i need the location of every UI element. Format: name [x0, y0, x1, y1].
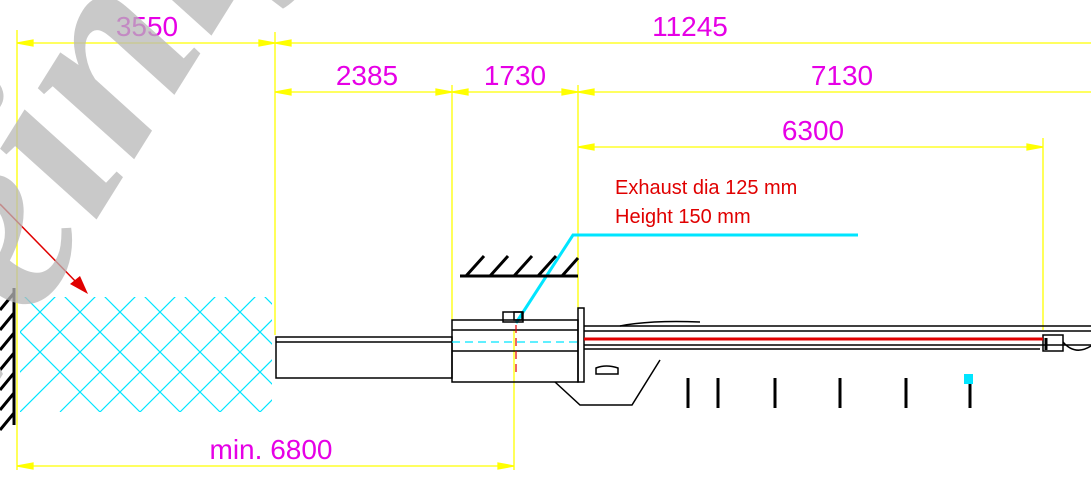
- infeed-table: [275, 336, 453, 379]
- arrow-head: [451, 88, 469, 96]
- cyan-marker: [964, 374, 973, 384]
- dimension-lines: [16, 39, 1091, 470]
- arrow-head: [16, 462, 34, 470]
- machine-base: [554, 359, 661, 406]
- exhaust-port: [502, 311, 524, 323]
- arrow-head: [274, 88, 292, 96]
- dim-text-7130: 7130: [811, 60, 873, 91]
- dim-text-1730: 1730: [484, 60, 546, 91]
- arrow-head: [435, 88, 453, 96]
- dim-text-2385: 2385: [336, 60, 398, 91]
- dim-text-min-6800: min. 6800: [210, 434, 333, 465]
- watermark: weinig: [0, 0, 363, 481]
- arrow-head: [577, 88, 595, 96]
- hatched-wall-icon: [0, 288, 16, 431]
- cross-hatch-zone-icon: [20, 297, 272, 412]
- arrow-head: [16, 39, 34, 47]
- machine-outline: [275, 307, 1091, 408]
- arrow-head: [1026, 143, 1044, 151]
- dim-text-6300: 6300: [782, 115, 844, 146]
- red-arrow-icon: [0, 203, 88, 294]
- exhaust-leader-line: [514, 233, 858, 324]
- extension-lines: [16, 30, 1044, 470]
- dim-text-3550: 3550: [116, 11, 178, 42]
- arrow-head: [561, 88, 579, 96]
- hatched-ceiling-icon: [460, 254, 580, 278]
- watermark-text: weinig: [0, 0, 363, 476]
- arrow-head: [258, 39, 276, 47]
- exhaust-note-line1: Exhaust dia 125 mm: [615, 177, 797, 199]
- arrow-head: [577, 143, 595, 151]
- arrow-head: [497, 462, 515, 470]
- dim-text-11245: 11245: [652, 11, 728, 42]
- arrow-head: [274, 39, 292, 47]
- exhaust-note-line2: Height 150 mm: [615, 206, 751, 228]
- machine-end-plate: [577, 307, 585, 383]
